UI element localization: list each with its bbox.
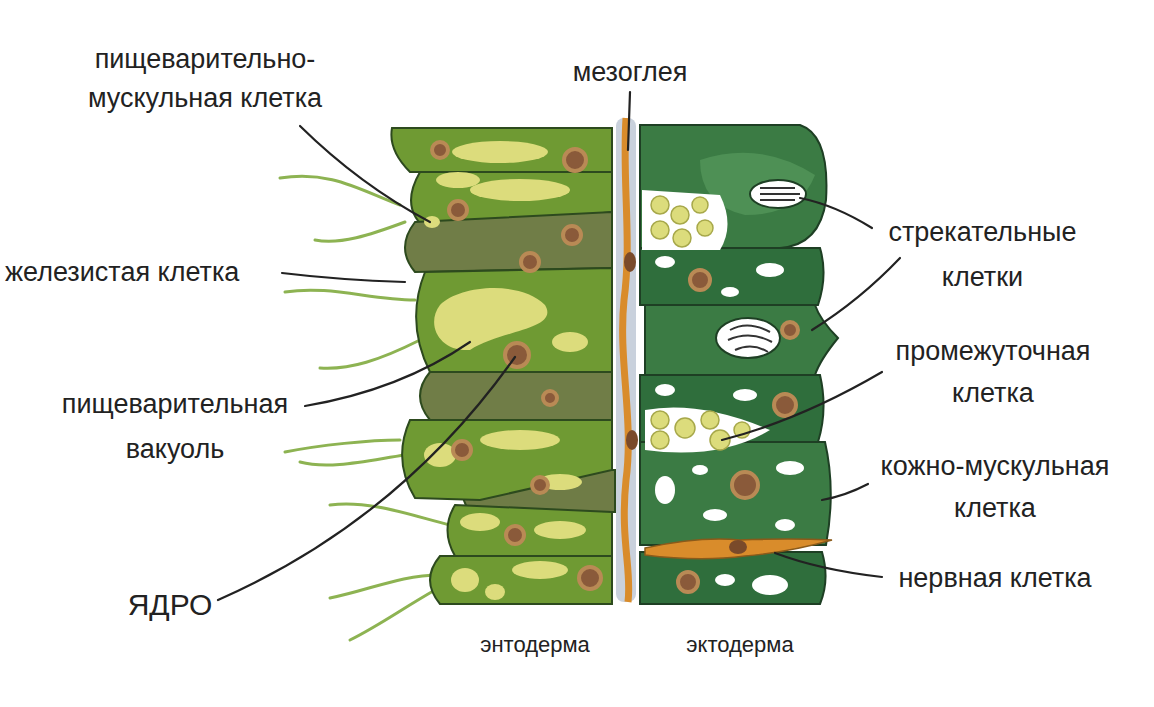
cell-label: железистая клетка — [5, 252, 285, 292]
organelle-label: ЯДРО — [100, 585, 240, 625]
cell-label: стрекательные клетки — [850, 210, 1115, 300]
cell-label: нервная клетка — [870, 558, 1120, 598]
layer-label: эктодерма — [655, 630, 825, 660]
cell-label: пищеварительно- мускульная клетка — [55, 40, 355, 118]
structure-label: мезоглея — [565, 52, 695, 92]
cell-label: промежуточная клетка — [858, 330, 1128, 414]
layer-label: энтодерма — [450, 630, 620, 660]
organelle-label: пищеварительная вакуоль — [20, 382, 330, 472]
cell-label: кожно-мускульная клетка — [845, 445, 1145, 529]
